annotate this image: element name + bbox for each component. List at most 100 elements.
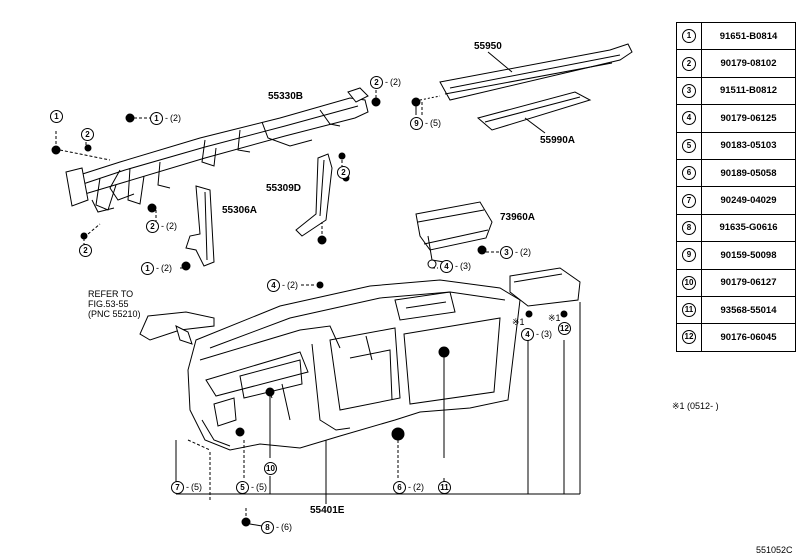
parts-table-number: 4 (682, 111, 696, 126)
side-trim-piece (139, 311, 215, 345)
parts-table-row: 10 90179-06127 (676, 268, 796, 297)
callout-11: 11 (438, 481, 451, 494)
parts-table-num-cell: 2 (676, 49, 702, 78)
callout-2-left2: 2 (81, 128, 94, 141)
label-55401e: 55401E (310, 505, 345, 516)
callout-4-glovebox: 4-(3) (521, 328, 552, 341)
parts-table-number: 12 (682, 330, 696, 345)
parts-table-row: 7 90249-04029 (676, 186, 796, 215)
callout-qty: (2) (161, 263, 172, 273)
parts-table-part-number: 90249-04029 (701, 186, 796, 215)
label-73960a: 73960A (500, 212, 536, 223)
parts-table-num-cell: 9 (676, 241, 702, 270)
parts-table-number: 10 (682, 275, 696, 290)
callout-2-lower-left: 2 (79, 244, 92, 257)
parts-table-num-cell: 5 (676, 131, 702, 160)
part-73960a-airbag (415, 201, 493, 269)
callout-number: 5 (236, 481, 249, 494)
label-55306a: 55306A (222, 205, 258, 216)
parts-table-part-number: 91635-G0616 (701, 213, 796, 243)
label-55330b: 55330B (268, 91, 304, 102)
callout-number: 2 (370, 76, 383, 89)
bolt-8 (249, 523, 263, 527)
parts-table-part-number: 90179-06127 (701, 268, 796, 297)
callout-2-top: 2-(2) (370, 76, 401, 89)
parts-table-number: 2 (682, 56, 696, 71)
callout-qty: (2) (287, 280, 298, 290)
callout-number: 2 (79, 244, 92, 257)
callout-4-airbag: 4-(3) (440, 260, 471, 273)
glovebox-lid (509, 267, 581, 307)
callout-qty: (2) (166, 221, 177, 231)
label-55990a: 55990A (540, 135, 576, 146)
parts-table-num-cell: 11 (676, 295, 702, 325)
note-date-range: ※1 (0512- ) (672, 401, 719, 411)
parts-table-row: 6 90189-05058 (676, 158, 796, 188)
callout-5: 5-(5) (236, 481, 267, 494)
parts-table-number: 11 (682, 303, 696, 318)
callout-qty: (3) (541, 329, 552, 339)
parts-table-part-number: 90183-05103 (701, 131, 796, 160)
callout-1-top: 1-(2) (150, 112, 181, 125)
callout-qty: (2) (170, 113, 181, 123)
callout-number: 8 (261, 521, 274, 534)
callout-3: 3-(2) (500, 246, 531, 259)
parts-table-part-number: 90179-06125 (701, 104, 796, 133)
parts-table-part-number: 91651-B0814 (701, 21, 796, 51)
note-mark-2: ※1 (548, 313, 561, 323)
parts-table-num-cell: 7 (676, 186, 702, 215)
callout-number: 4 (440, 260, 453, 273)
parts-table-number: 7 (682, 193, 696, 208)
callout-number: 10 (264, 462, 277, 475)
callout-number: 1 (141, 262, 154, 275)
parts-table-num-cell: 3 (676, 76, 702, 106)
parts-table-num-cell: 8 (676, 213, 702, 243)
refer-note: REFER TO FIG.53-55 (PNC 55210) (88, 289, 141, 320)
callout-number: 1 (50, 110, 63, 123)
parts-table-row: 5 90183-05103 (676, 131, 796, 160)
refer-line3: (PNC 55210) (88, 308, 141, 319)
callout-number: 4 (521, 328, 534, 341)
callout-qty: (5) (256, 482, 267, 492)
refer-line2: FIG.53-55 (88, 298, 129, 309)
callout-number: 4 (267, 279, 280, 292)
part-55401e-instrument-panel (187, 279, 521, 451)
callout-1-bottom: 1-(2) (141, 262, 172, 275)
parts-table-number: 6 (682, 166, 696, 181)
callout-qty: (3) (460, 261, 471, 271)
callout-qty: (2) (413, 482, 424, 492)
callout-2-left: 1 (50, 110, 63, 123)
callout-number: 2 (337, 166, 350, 179)
callout-number: 2 (146, 220, 159, 233)
callout-4-panel: 4-(2) (267, 279, 298, 292)
callout-number: 11 (438, 481, 451, 494)
callout-number: 9 (410, 117, 423, 130)
callout-2-mid: 2-(2) (146, 220, 177, 233)
part-55309d-brace (295, 153, 333, 237)
diagram-id: 551052C (756, 545, 793, 555)
callout-8: 8-(6) (261, 521, 292, 534)
parts-table-row: 4 90179-06125 (676, 104, 796, 133)
callout-qty: (5) (430, 118, 441, 128)
parts-table-num-cell: 1 (676, 21, 702, 51)
callout-6: 6-(2) (393, 481, 424, 494)
part-55306a-brace (185, 185, 215, 267)
parts-table-number: 9 (682, 248, 696, 263)
callout-qty: (2) (520, 247, 531, 257)
parts-table-part-number: 90189-05058 (701, 158, 796, 188)
parts-table-num-cell: 6 (676, 158, 702, 188)
parts-table-number: 5 (682, 138, 696, 153)
parts-table-number: 3 (682, 83, 696, 98)
callout-number: 6 (393, 481, 406, 494)
part-55950-panel (439, 43, 633, 101)
callout-qty: (5) (191, 482, 202, 492)
callout-qty: (2) (390, 77, 401, 87)
leader-lines (55, 88, 500, 518)
